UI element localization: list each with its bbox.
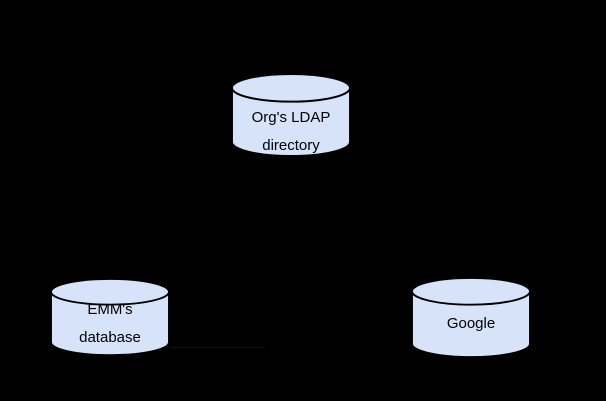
database-cylinder-icon (230, 73, 352, 157)
database-cylinder-icon (49, 278, 171, 357)
node-label-line1: EMM's (87, 301, 133, 318)
node-label: Google (410, 310, 532, 338)
node-label-line1: Org's LDAP (251, 109, 331, 126)
database-cylinder-icon (410, 277, 532, 359)
node-label-line1: Google (446, 315, 496, 332)
db-cylinder-google: Google (410, 277, 532, 359)
node-label: EMM's database (49, 296, 171, 352)
faint-connector-line (171, 347, 265, 348)
db-cylinder-emm-database: EMM's database (49, 278, 171, 357)
node-label-line2: directory (262, 137, 320, 154)
db-cylinder-orgs-ldap-directory: Org's LDAP directory (230, 73, 352, 158)
node-label: Org's LDAP directory (230, 104, 352, 160)
node-label-line2: database (79, 329, 141, 346)
